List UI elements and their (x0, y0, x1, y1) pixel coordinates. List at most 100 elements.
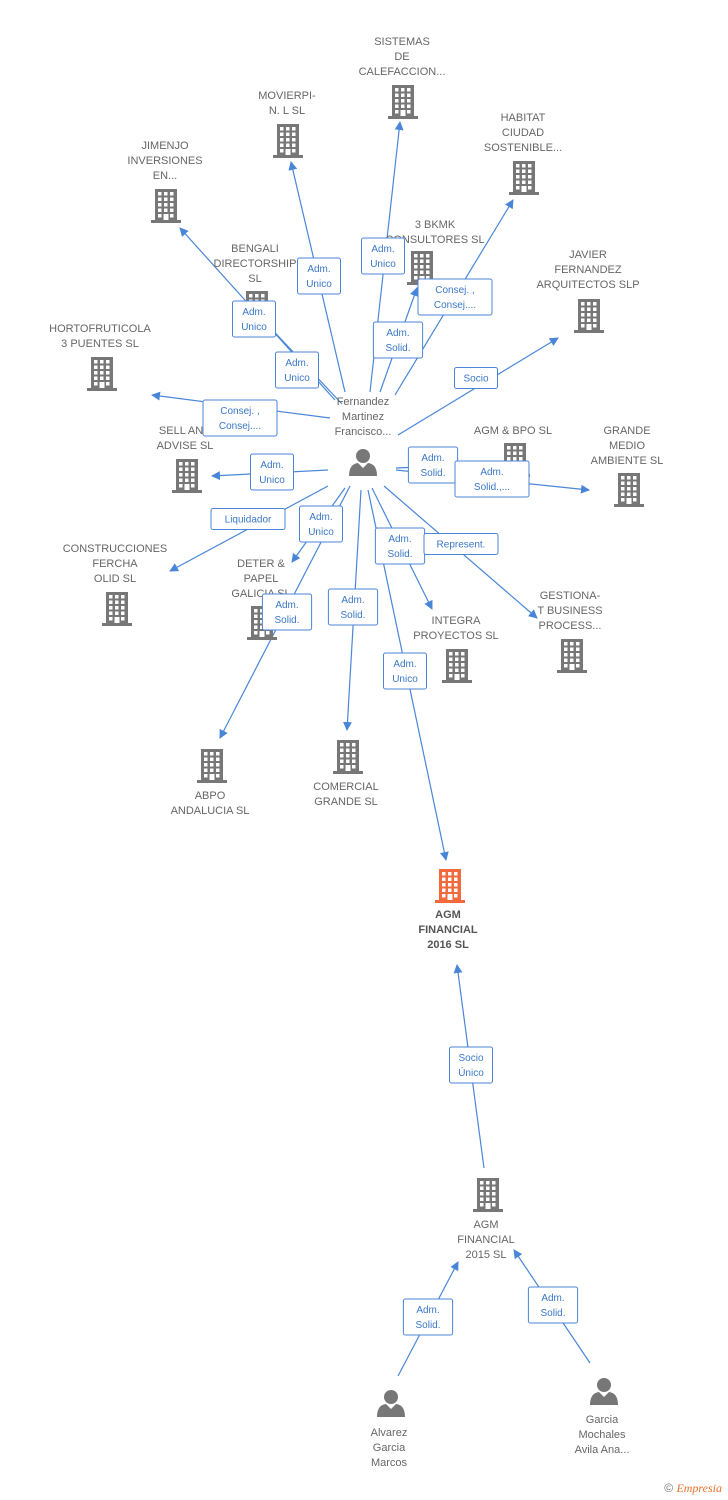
edge-label-text: Consej. , (220, 406, 259, 417)
node-label-agmbpo: AGM & BPO SL (474, 425, 552, 437)
edge-label-text: Unico (306, 279, 332, 290)
node-label-bengali: DIRECTORSHIP (214, 258, 297, 270)
edge-label-fernandez-to-habitat[interactable]: Consej. ,Consej.... (417, 278, 493, 316)
node-label-movierpi: N. L SL (269, 105, 305, 117)
edge-label-box (210, 508, 286, 530)
node-hortofruticola[interactable]: HORTOFRUTICOLA 3 PUENTES SL (49, 323, 151, 391)
node-sistemas[interactable]: SISTEMASDECALEFACCION... (359, 36, 446, 119)
node-label-jimenjo: JIMENJO (141, 140, 189, 152)
building-icon (87, 357, 117, 391)
building-icon (102, 592, 132, 626)
edge-label-text: Unico (370, 259, 396, 270)
building-icon (333, 740, 363, 774)
edge-label-fernandez-to-hortofruticola[interactable]: Consej. , Consej.... (202, 399, 278, 437)
edge-label-fernandez-to-bkmk[interactable]: Adm.Solid. (372, 321, 424, 359)
edge-label-fernandez-to-grande[interactable]: Adm.Solid.,... (454, 460, 530, 498)
edge-label-box (275, 351, 319, 389)
building-icon (151, 189, 181, 223)
node-label-alvarez: Garcia (373, 1442, 406, 1454)
node-label-agm2016: 2016 SL (427, 939, 469, 951)
person-icon (377, 1390, 405, 1417)
building-icon (407, 251, 437, 285)
node-label-bengali: SL (248, 273, 261, 285)
edge-label-box (454, 460, 530, 498)
edge-label-fernandez-to-construcciones[interactable]: Liquidador (210, 508, 286, 530)
edge-label-text: Adm. (393, 659, 416, 670)
edge-label-fernandez-to-gestiona[interactable]: Represent. (423, 533, 499, 555)
edge-label-text: Socio (458, 1053, 483, 1064)
node-label-grande: MEDIO (609, 440, 646, 452)
node-label-fernandez: Martinez (342, 411, 384, 423)
edge-label-box (372, 321, 424, 359)
node-label-construcciones: FERCHA (92, 558, 138, 570)
node-label-comercial: GRANDE SL (314, 796, 378, 808)
node-label-hortofruticola: 3 PUENTES SL (61, 338, 139, 350)
edge-label-fernandez-to-integra[interactable]: Adm.Solid. (374, 527, 426, 565)
node-label-alvarez: Alvarez (371, 1427, 408, 1439)
edge-label-text: Unico (284, 373, 310, 384)
edge-label-text: Solid. (415, 1320, 440, 1331)
node-label-habitat: SOSTENIBLE... (484, 142, 562, 154)
node-label-construcciones: CONSTRUCCIONES (63, 543, 168, 555)
node-jimenjo[interactable]: JIMENJOINVERSIONESEN... (127, 140, 203, 223)
edge-label-text: Solid. (540, 1308, 565, 1319)
edge-label-text: Unico (308, 527, 334, 538)
node-label-deter: PAPEL (244, 573, 279, 585)
edge-label-box (383, 652, 427, 690)
edge-label-text: Adm. (309, 512, 332, 523)
node-label-gestiona: T BUSINESS (537, 605, 602, 617)
node-construcciones[interactable]: CONSTRUCCIONES FERCHA OLID SL (63, 543, 168, 626)
edge-label-fernandez-to-agm2016[interactable]: Adm.Unico (383, 652, 427, 690)
edge-label-fernandez-to-jimenjo[interactable]: Adm.Unico (232, 300, 276, 338)
edge-label-fernandez-to-javier[interactable]: Socio (454, 367, 498, 389)
node-label-bkmk: CONSULTORES SL (385, 234, 484, 246)
edge-label-fernandez-to-comercial[interactable]: Adm.Solid. (327, 588, 379, 626)
node-label-fernandez: Fernandez (337, 396, 390, 408)
edge-label-alvarez-to-agm2015[interactable]: Adm.Solid. (402, 1298, 454, 1336)
node-label-hortofruticola: HORTOFRUTICOLA (49, 323, 151, 335)
building-icon (388, 85, 418, 119)
edge-label-fernandez-to-sell[interactable]: Adm.Unico (250, 453, 294, 491)
building-icon (435, 869, 465, 903)
node-label-movierpi: MOVIERPI- (258, 90, 316, 102)
edge-label-text: Consej.... (219, 421, 261, 432)
edge-label-fernandez-to-deter[interactable]: Adm. Unico (299, 505, 343, 543)
node-label-habitat: HABITAT (501, 112, 546, 124)
edge-label-fernandez-to-movierpi[interactable]: Adm.Unico (297, 257, 341, 295)
edge-label-fernandez-to-sistemas[interactable]: Adm.Unico (361, 237, 405, 275)
node-fernandez[interactable]: FernandezMartinezFrancisco... (335, 396, 392, 476)
node-label-agm2016: FINANCIAL (418, 924, 478, 936)
node-gestiona[interactable]: GESTIONA-T BUSINESSPROCESS... (537, 590, 603, 673)
edge-label-fernandez-to-bengali[interactable]: Adm.Unico (275, 351, 319, 389)
edge-label-fernandez-to-abpo[interactable]: Adm.Solid. (261, 593, 313, 631)
brand-logo-text: Empresia (676, 1481, 722, 1495)
edge-label-garcia-to-agm2015[interactable]: Adm. Solid. (527, 1286, 579, 1324)
node-label-jimenjo: EN... (153, 170, 177, 182)
edge-label-text: Liquidador (225, 515, 272, 526)
edge-label-text: Solid. (340, 610, 365, 621)
edge-label-text: Solid. (387, 549, 412, 560)
edge-label-box (527, 1286, 579, 1324)
node-habitat[interactable]: HABITATCIUDADSOSTENIBLE... (484, 112, 562, 195)
node-label-construcciones: OLID SL (94, 573, 136, 585)
node-label-garcia: Mochales (578, 1429, 626, 1441)
edge-label-box (417, 278, 493, 316)
edge-label-box (250, 453, 294, 491)
edge-label-text: Adm. (541, 1293, 564, 1304)
edge-label-fernandez-to-agmbpo[interactable]: Adm.Solid. (407, 446, 459, 484)
node-movierpi[interactable]: MOVIERPI- N. L SL (258, 90, 316, 158)
